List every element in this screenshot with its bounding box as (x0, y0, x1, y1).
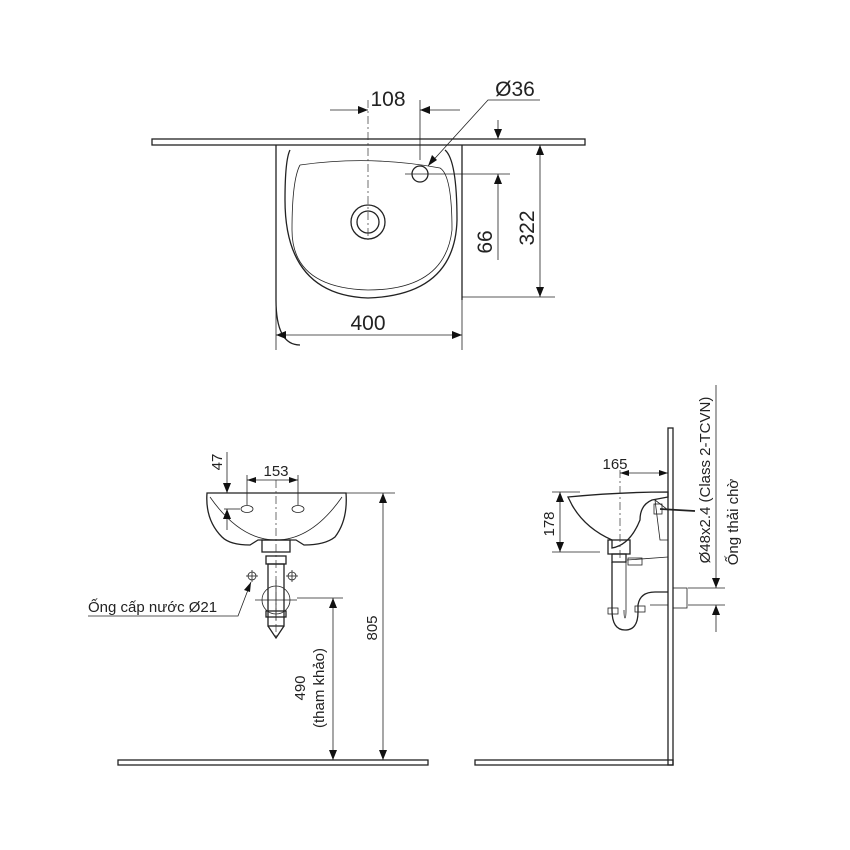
drain-pipe-label: Ống thải chờ (724, 479, 742, 566)
dim-projection: 165 (602, 456, 627, 473)
dim-faucet-hole: Ø36 (495, 78, 535, 101)
dim-hole-depth: 47 (209, 454, 226, 471)
p-trap (611, 562, 668, 631)
dim-total-height: 805 (364, 615, 381, 640)
supply-point-left (246, 570, 258, 582)
dim-hole-from-wall: 66 (474, 230, 497, 253)
basin-rim (284, 149, 458, 299)
floor (117, 759, 429, 766)
countertop (151, 138, 586, 146)
floor (474, 759, 674, 766)
dim-supply-height-note: (tham khảo) (311, 648, 328, 728)
supply-pipe-label: Ống cấp nước Ø21 (88, 598, 217, 616)
supply-point-right (286, 570, 298, 582)
dim-faucet-offset: 108 (370, 88, 405, 111)
side-view: 165 178 Ø48x2.4 (Class 2-TCVN) Ống thải … (474, 385, 742, 766)
basin-front (206, 492, 347, 546)
top-view: 108 Ø36 66 322 400 (151, 78, 586, 350)
dim-basin-height: 178 (541, 511, 558, 536)
dim-supply-height: 490 (292, 675, 309, 700)
dim-hole-spacing: 153 (263, 463, 288, 480)
wall (667, 427, 674, 766)
basin-bowl (291, 160, 453, 291)
dim-width: 400 (350, 312, 385, 335)
basin-side (566, 491, 669, 549)
front-view: 47 153 805 490 (tham khảo) Ống cấp nước … (88, 452, 429, 766)
drain-pipe-spec: Ø48x2.4 (Class 2-TCVN) (697, 397, 714, 564)
dim-depth: 322 (516, 210, 539, 245)
